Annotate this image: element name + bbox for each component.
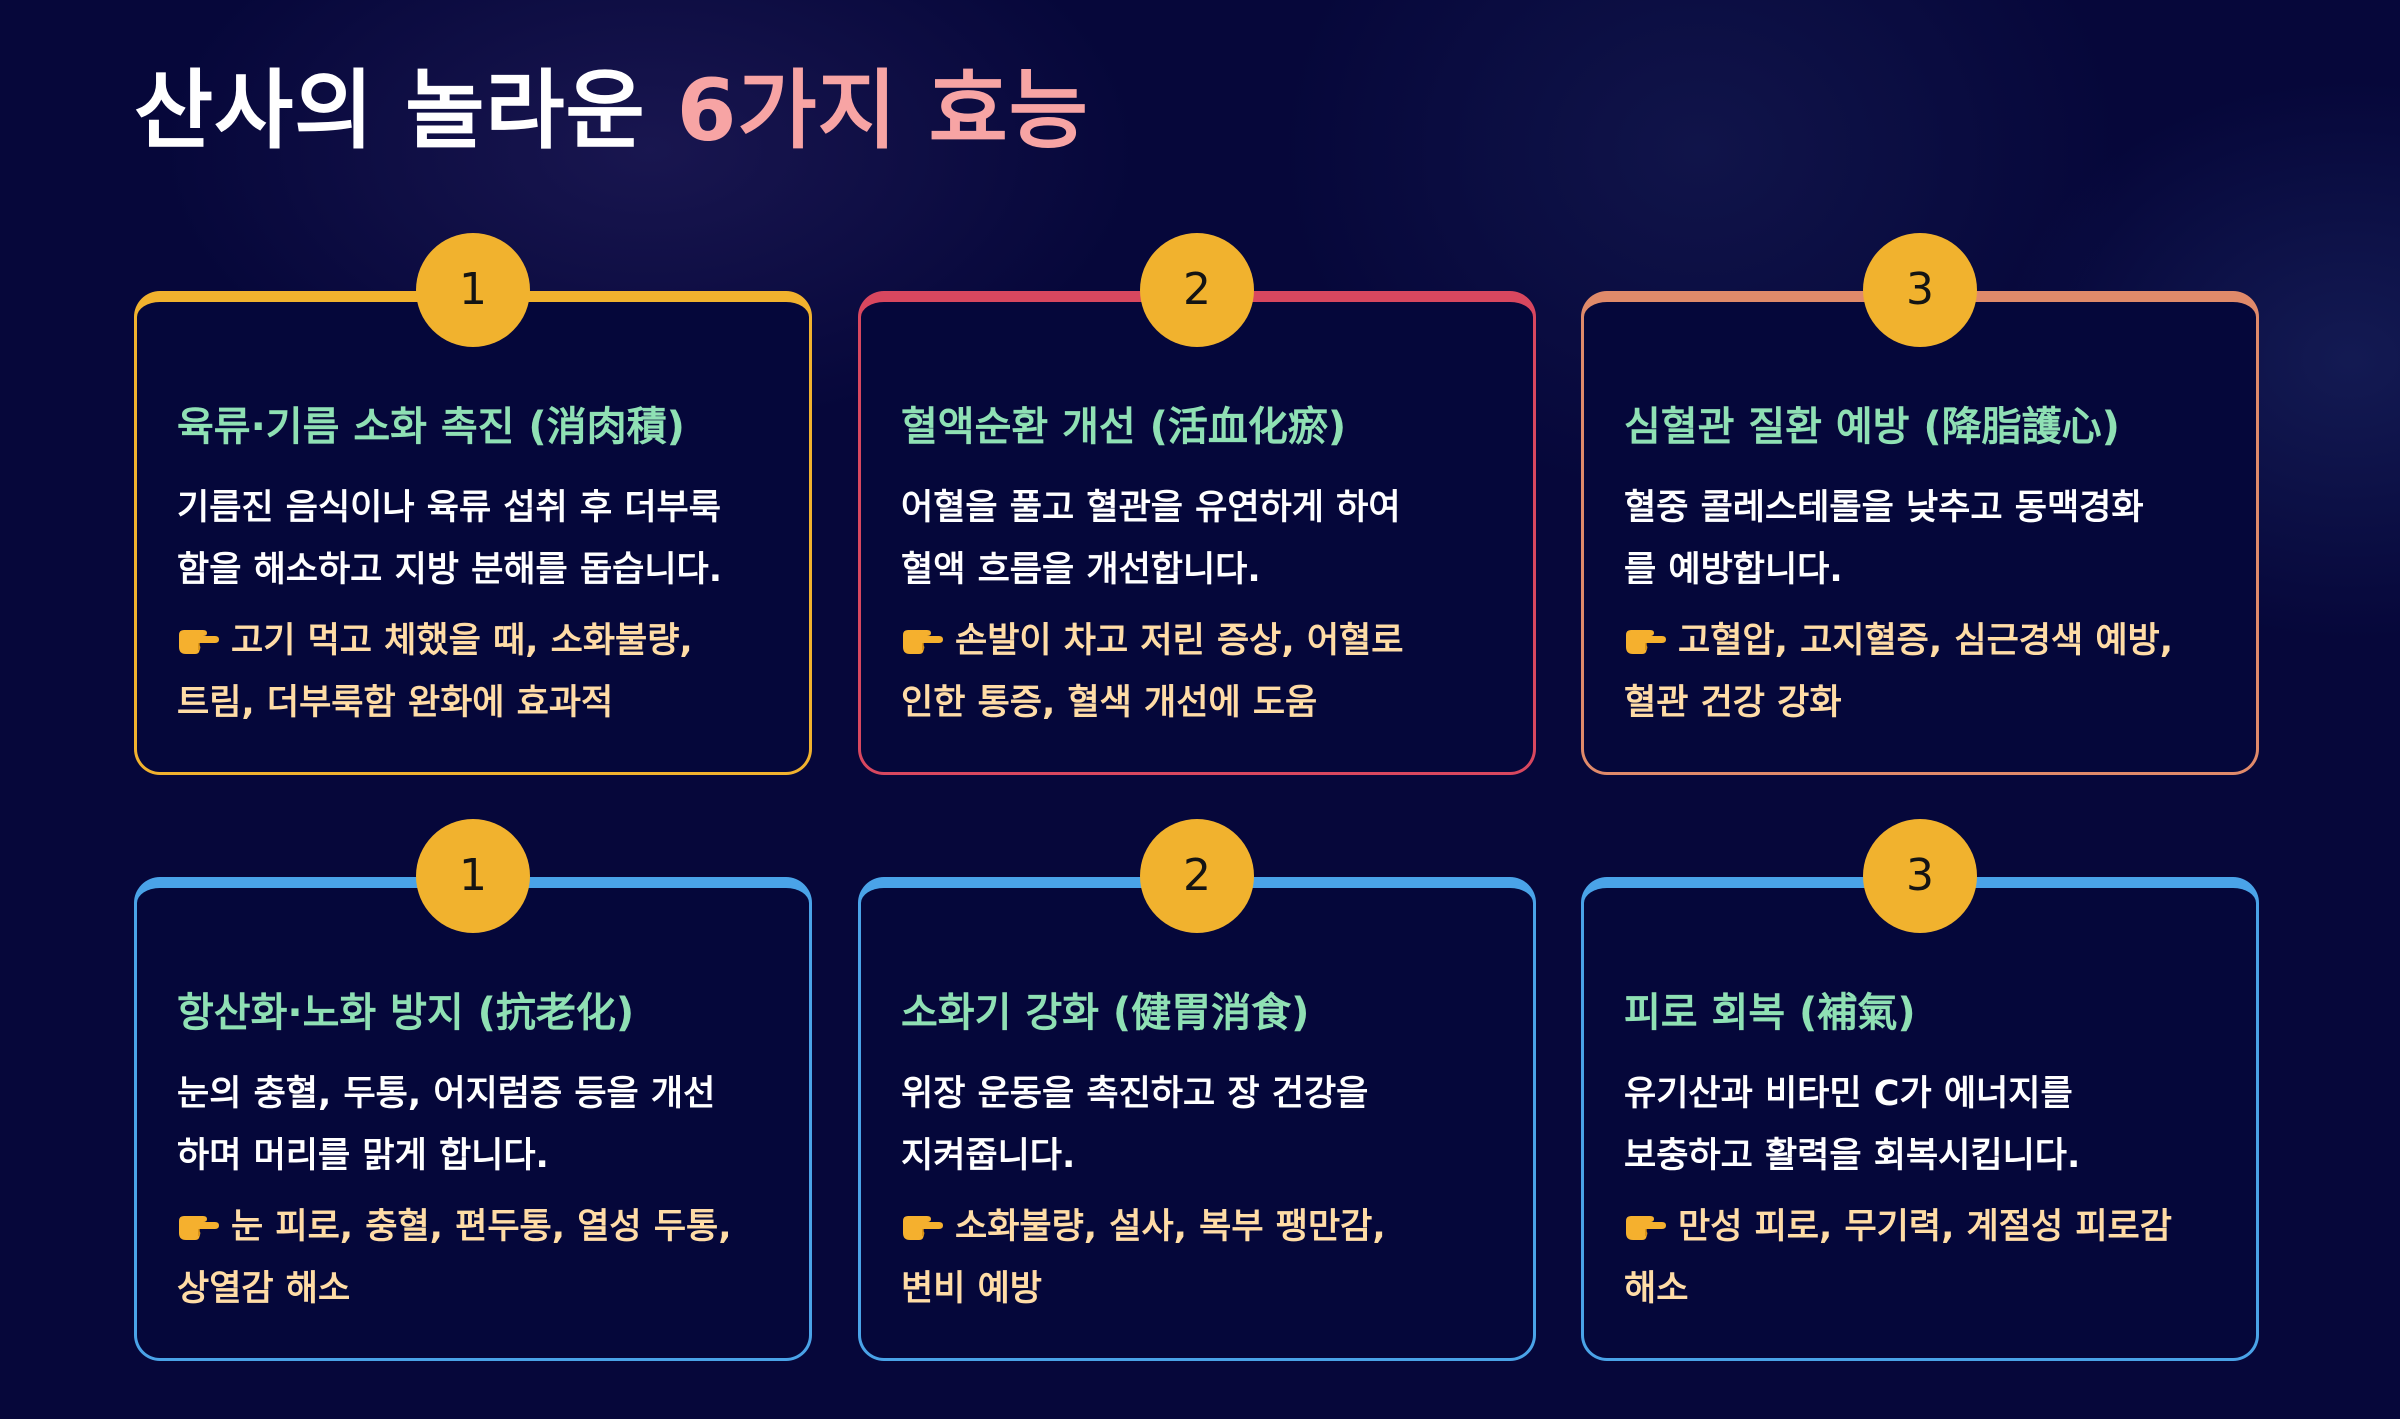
card-description-line: 함을 해소하고 지방 분해를 돕습니다. bbox=[177, 550, 723, 590]
card-title: 항산화·노화 방지 (抗老化) bbox=[177, 990, 635, 1036]
card-tip-line: 인한 통증, 혈색 개선에 도움 bbox=[901, 683, 1318, 723]
card-description-line: 유기산과 비타민 C가 에너지를 bbox=[1624, 1074, 2073, 1114]
page-title-main: 산사의 놀라운 bbox=[134, 61, 646, 161]
page-title: 산사의 놀라운 6가지 효능 bbox=[134, 40, 1089, 165]
card-tip-line: 만성 피로, 무기력, 계절성 피로감 bbox=[1678, 1207, 2172, 1247]
card-title: 소화기 강화 (健胃消食) bbox=[901, 990, 1310, 1036]
card-description-line: 혈중 콜레스테롤을 낮추고 동맥경화 bbox=[1624, 488, 2144, 528]
benefit-card-3: 3 심혈관 질환 예방 (降脂護心) 혈중 콜레스테롤을 낮추고 동맥경화 를 … bbox=[1581, 233, 2259, 775]
card-tip: 고기 먹고 체했을 때, 소화불량, 트림, 더부룩함 완화에 효과적 bbox=[177, 610, 777, 734]
pointing-hand-icon bbox=[901, 1208, 945, 1242]
pointing-hand-icon bbox=[1624, 622, 1668, 656]
card-tip-line: 해소 bbox=[1624, 1269, 1689, 1309]
pointing-hand-icon bbox=[1624, 1208, 1668, 1242]
card-number-badge: 2 bbox=[1140, 233, 1254, 347]
card-description-line: 기름진 음식이나 육류 섭취 후 더부룩 bbox=[177, 488, 721, 528]
pointing-hand-icon bbox=[177, 1208, 221, 1242]
card-tip: 눈 피로, 충혈, 편두통, 열성 두통, 상열감 해소 bbox=[177, 1196, 777, 1320]
card-number-badge: 3 bbox=[1863, 233, 1977, 347]
card-title: 혈액순환 개선 (活血化瘀) bbox=[901, 404, 1347, 450]
card-tip-line: 고기 먹고 체했을 때, 소화불량, bbox=[231, 621, 693, 661]
benefit-card-1: 1 육류·기름 소화 촉진 (消肉積) 기름진 음식이나 육류 섭취 후 더부룩… bbox=[134, 233, 812, 775]
card-description-line: 눈의 충혈, 두통, 어지럼증 등을 개선 bbox=[177, 1074, 716, 1114]
card-tip: 소화불량, 설사, 복부 팽만감, 변비 예방 bbox=[901, 1196, 1501, 1320]
card-tip-line: 고혈압, 고지혈증, 심근경색 예방, bbox=[1678, 621, 2174, 661]
benefit-card-5: 2 소화기 강화 (健胃消食) 위장 운동을 촉진하고 장 건강을 지켜줍니다.… bbox=[858, 819, 1536, 1361]
card-title: 육류·기름 소화 촉진 (消肉積) bbox=[177, 404, 685, 450]
card-number-badge: 2 bbox=[1140, 819, 1254, 933]
card-tip: 고혈압, 고지혈증, 심근경색 예방, 혈관 건강 강화 bbox=[1624, 610, 2224, 734]
card-number-badge: 1 bbox=[416, 233, 530, 347]
card-title: 심혈관 질환 예방 (降脂護心) bbox=[1624, 404, 2120, 450]
card-tip-line: 상열감 해소 bbox=[177, 1269, 351, 1309]
card-description-line: 위장 운동을 촉진하고 장 건강을 bbox=[901, 1074, 1369, 1114]
card-description-line: 보충하고 활력을 회복시킵니다. bbox=[1624, 1136, 2081, 1176]
card-tip-line: 변비 예방 bbox=[901, 1269, 1042, 1309]
card-description-line: 지켜줍니다. bbox=[901, 1136, 1076, 1176]
card-tip-line: 눈 피로, 충혈, 편두통, 열성 두통, bbox=[231, 1207, 732, 1247]
card-description: 유기산과 비타민 C가 에너지를 보충하고 활력을 회복시킵니다. bbox=[1624, 1063, 2224, 1187]
benefit-card-6: 3 피로 회복 (補氣) 유기산과 비타민 C가 에너지를 보충하고 활력을 회… bbox=[1581, 819, 2259, 1361]
card-description-line: 하며 머리를 맑게 합니다. bbox=[177, 1136, 549, 1176]
card-tip-line: 소화불량, 설사, 복부 팽만감, bbox=[955, 1207, 1386, 1247]
card-number-badge: 3 bbox=[1863, 819, 1977, 933]
card-description: 기름진 음식이나 육류 섭취 후 더부룩 함을 해소하고 지방 분해를 돕습니다… bbox=[177, 477, 777, 601]
card-tip-line: 트림, 더부룩함 완화에 효과적 bbox=[177, 683, 614, 723]
card-description-line: 어혈을 풀고 혈관을 유연하게 하여 bbox=[901, 488, 1401, 528]
benefit-card-4: 1 항산화·노화 방지 (抗老化) 눈의 충혈, 두통, 어지럼증 등을 개선 … bbox=[134, 819, 812, 1361]
card-title: 피로 회복 (補氣) bbox=[1624, 990, 1916, 1036]
card-tip: 손발이 차고 저린 증상, 어혈로 인한 통증, 혈색 개선에 도움 bbox=[901, 610, 1501, 734]
card-tip: 만성 피로, 무기력, 계절성 피로감 해소 bbox=[1624, 1196, 2224, 1320]
card-description-line: 를 예방합니다. bbox=[1624, 550, 1843, 590]
pointing-hand-icon bbox=[177, 622, 221, 656]
card-number-badge: 1 bbox=[416, 819, 530, 933]
card-tip-line: 혈관 건강 강화 bbox=[1624, 683, 1842, 723]
pointing-hand-icon bbox=[901, 622, 945, 656]
card-description: 혈중 콜레스테롤을 낮추고 동맥경화 를 예방합니다. bbox=[1624, 477, 2224, 601]
card-description-line: 혈액 흐름을 개선합니다. bbox=[901, 550, 1261, 590]
card-tip-line: 손발이 차고 저린 증상, 어혈로 bbox=[955, 621, 1404, 661]
card-description: 눈의 충혈, 두통, 어지럼증 등을 개선 하며 머리를 맑게 합니다. bbox=[177, 1063, 777, 1187]
card-description: 어혈을 풀고 혈관을 유연하게 하여 혈액 흐름을 개선합니다. bbox=[901, 477, 1501, 601]
benefit-card-2: 2 혈액순환 개선 (活血化瘀) 어혈을 풀고 혈관을 유연하게 하여 혈액 흐… bbox=[858, 233, 1536, 775]
page-title-accent: 6가지 효능 bbox=[676, 61, 1089, 161]
card-description: 위장 운동을 촉진하고 장 건강을 지켜줍니다. bbox=[901, 1063, 1501, 1187]
